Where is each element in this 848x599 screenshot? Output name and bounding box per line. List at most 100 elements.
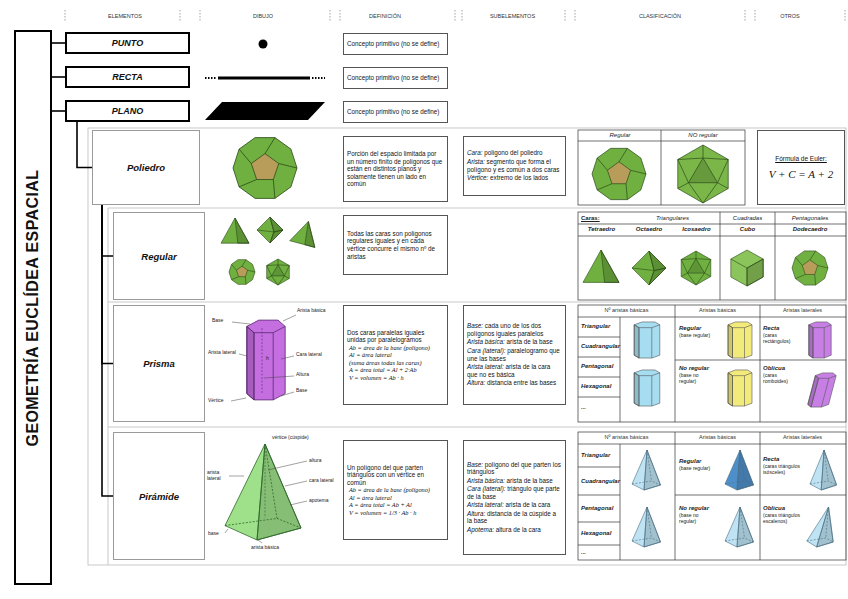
- table-cell: Tetraedro: [578, 226, 625, 233]
- element-name: PLANO: [112, 106, 144, 116]
- element-name: Poliedro: [127, 162, 165, 173]
- table-cell: Cubo: [720, 226, 775, 233]
- part-label: base: [208, 531, 226, 537]
- box-text: Porción del espacio limitada por un núme…: [347, 150, 444, 188]
- table-cell: (base regular): [679, 333, 717, 339]
- box-text: Base: cada uno de los dos polígonos igua…: [467, 322, 562, 337]
- table-cell: (base regular): [679, 466, 717, 472]
- box-text: V = volumen = 1/3 · Ab · h: [347, 509, 444, 517]
- table-cell: NO regular: [662, 132, 744, 139]
- table-cell: Cuadrangular: [581, 478, 619, 485]
- column-header: DIBUJO: [233, 13, 293, 19]
- column-header: OTROS: [770, 13, 810, 19]
- table-cell: (base no regular): [679, 373, 717, 385]
- table-cell: Triangular: [581, 452, 619, 459]
- box-text: Arista básica: arista de la base: [467, 477, 562, 485]
- table-cell: Triangular: [581, 323, 619, 330]
- box-text: (suma áreas todas las caras): [347, 359, 444, 367]
- subelements-box: Base: cada uno de los dos polígonos igua…: [463, 305, 566, 405]
- part-label: apotema: [309, 498, 339, 504]
- element-box: PUNTO: [65, 32, 190, 54]
- element-box: Poliedro: [92, 130, 200, 205]
- table-cell: Regular: [679, 325, 717, 332]
- table-cell: Triangulares: [625, 215, 720, 222]
- tree-connector: [102, 205, 113, 364]
- box-text: Cara (lateral): triángulo que parte de l…: [467, 485, 562, 500]
- table-cell: ...: [581, 549, 619, 556]
- box-text: Todas las caras son polígonos regulares …: [347, 230, 444, 260]
- table-cell: (caras triángulos isósceles): [763, 464, 801, 476]
- definition-box: Dos caras paralelas iguales unidas por p…: [343, 305, 448, 405]
- table-cell: Octaedro: [625, 226, 673, 233]
- box-text: Arista lateral: arista de la cara que no…: [467, 363, 562, 378]
- part-label: Cara lateral: [296, 352, 328, 358]
- table-cell: Regular: [580, 132, 660, 139]
- table-cell: Nº aristas básicas: [578, 434, 675, 440]
- column-header: SUBELEMENTOS: [475, 13, 550, 19]
- table-cell: Pentagonal: [581, 505, 619, 512]
- table-cell: No regular: [679, 505, 717, 512]
- part-label: vértice (cúspide): [272, 435, 320, 441]
- element-name: RECTA: [112, 72, 142, 82]
- box-text: Concepto primitivo (no se define): [347, 40, 444, 48]
- table-cell: Pentagonales: [775, 215, 845, 222]
- part-label: arista lateral: [207, 470, 229, 482]
- tree-connector: [102, 205, 113, 496]
- element-name: Pirámide: [139, 491, 179, 502]
- box-text: Un polígono del que parten triángulos co…: [347, 464, 444, 487]
- box-text: Altura: distancia de la cúspide a la bas…: [467, 510, 562, 525]
- box-text: Al = área lateral: [347, 351, 444, 359]
- table-cell: Aristas laterales: [760, 434, 845, 440]
- box-text: Cara (lateral): paralelogramo que une la…: [467, 347, 562, 362]
- part-label: altura: [309, 458, 339, 464]
- table-cell: (caras rectángulos): [763, 333, 801, 345]
- table-cell: Regular: [679, 458, 717, 465]
- box-text: Cara: polígono del poliedro: [467, 149, 562, 157]
- subelements-box: Base: polígono del que parten los triáng…: [463, 440, 566, 555]
- box-text: Base: polígono del que parten los triáng…: [467, 461, 562, 476]
- table-cell: Icosaedro: [673, 226, 720, 233]
- table-cell: No regular: [679, 365, 717, 372]
- box-text: A = área total = Ab + Al: [347, 501, 444, 509]
- part-label: Vértice: [208, 398, 232, 404]
- tree-connector: [52, 110, 65, 112]
- table-cell: Aristas básicas: [675, 307, 760, 313]
- table-cell: (caras triángulos escalenos): [763, 513, 801, 525]
- box-text: Arista: segmento que forma el polígono y…: [467, 158, 562, 173]
- box-text: Ab = área de la base (polígono): [347, 486, 444, 494]
- box-text: Concepto primitivo (no se define): [347, 108, 444, 116]
- subelements-box: Cara: polígono del poliedroArista: segme…: [463, 136, 566, 196]
- table-cell: Hexagonal: [581, 383, 619, 390]
- box-text: A = área total = Al + 2·Ab: [347, 366, 444, 374]
- box-text: Arista básica: arista de la base: [467, 338, 562, 346]
- element-box: Pirámide: [113, 432, 205, 560]
- element-box: Prisma: [113, 305, 205, 422]
- box-text: Altura: distancia entre las bases: [467, 379, 562, 387]
- element-box: PLANO: [65, 100, 190, 122]
- box-text: Fórmula de Euler:: [775, 155, 827, 162]
- box-text: Apotema: altura de la cara: [467, 526, 562, 534]
- title-text: GEOMETRÍA EUCLÍDEA ESPACIAL: [24, 169, 42, 446]
- definition-box: Concepto primitivo (no se define): [343, 33, 448, 55]
- definition-box: Un polígono del que parten triángulos co…: [343, 440, 448, 540]
- part-label: Arista lateral: [208, 350, 239, 356]
- table-cell: (base no regular): [679, 513, 717, 525]
- table-cell: Hexagonal: [581, 530, 619, 537]
- definition-box: Todas las caras son polígonos regulares …: [343, 215, 448, 275]
- formula-box: Fórmula de Euler:V + C = A + 2: [757, 130, 845, 205]
- part-label: arista básica: [240, 545, 290, 551]
- element-box: Regular: [113, 212, 205, 300]
- table-cell: Recta: [763, 456, 801, 463]
- tree-connector: [52, 42, 65, 44]
- table-cell: Cuadradas: [720, 215, 775, 222]
- table-cell: Cuadrangular: [581, 343, 619, 350]
- column-header: CLASIFICACIÓN: [620, 13, 700, 19]
- part-label: Base: [296, 388, 324, 394]
- box-text: Vértice: extremo de los lados: [467, 174, 562, 182]
- tree-connector: [102, 205, 113, 256]
- table-cell: Aristas laterales: [760, 307, 845, 313]
- table-cell: Nº aristas básicas: [578, 307, 675, 313]
- element-name: PUNTO: [112, 38, 143, 48]
- box-text: Ab = área de la base (polígono): [347, 344, 444, 352]
- table-cell: ...: [581, 404, 619, 411]
